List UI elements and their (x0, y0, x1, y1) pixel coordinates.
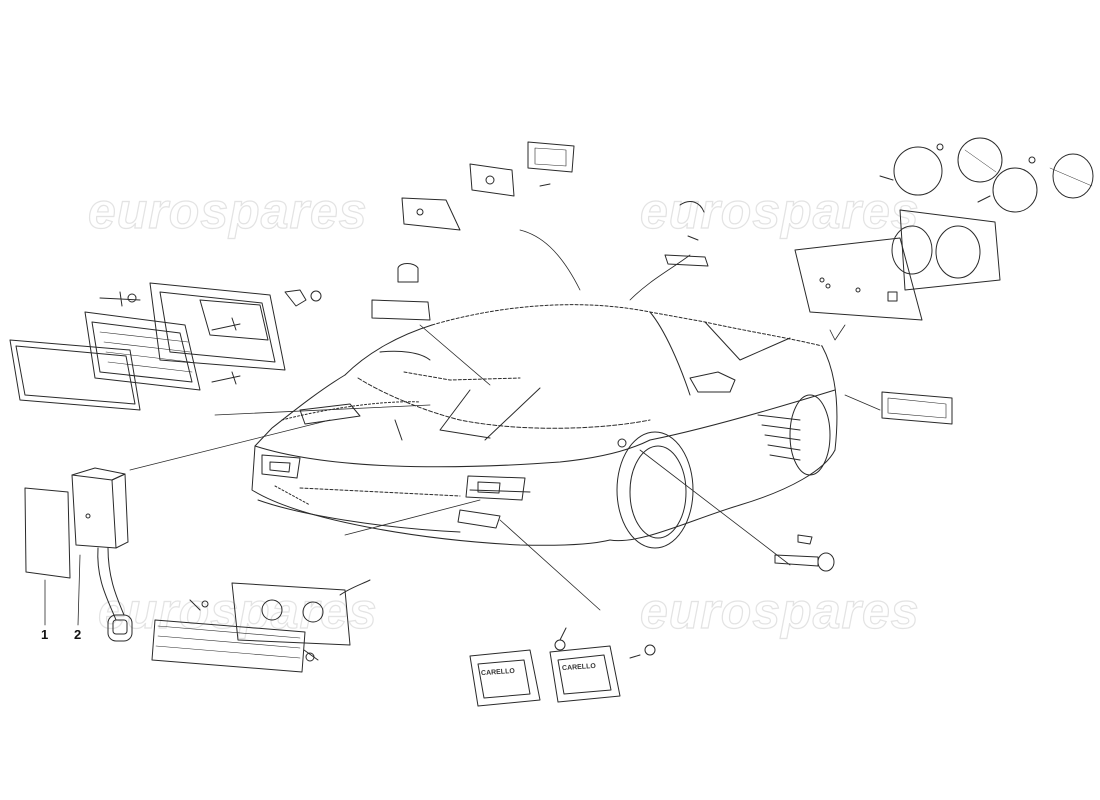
callout-2: 2 (74, 627, 82, 642)
interior-lamps (372, 142, 708, 320)
fog-lights (470, 628, 655, 706)
callout-1: 1 (41, 627, 49, 642)
watermark: eurospares (87, 182, 368, 239)
leader-lines (45, 230, 880, 625)
indicator-unit (25, 468, 132, 641)
taillight-cluster (795, 138, 1093, 320)
watermark: eurospares (639, 582, 920, 639)
watermark: eurospares (639, 182, 920, 239)
switch-knob (775, 535, 834, 571)
car-outline (252, 305, 837, 548)
rear-lamp-unit (152, 580, 370, 672)
headlamp-assembly (10, 283, 321, 410)
side-marker (882, 392, 952, 424)
